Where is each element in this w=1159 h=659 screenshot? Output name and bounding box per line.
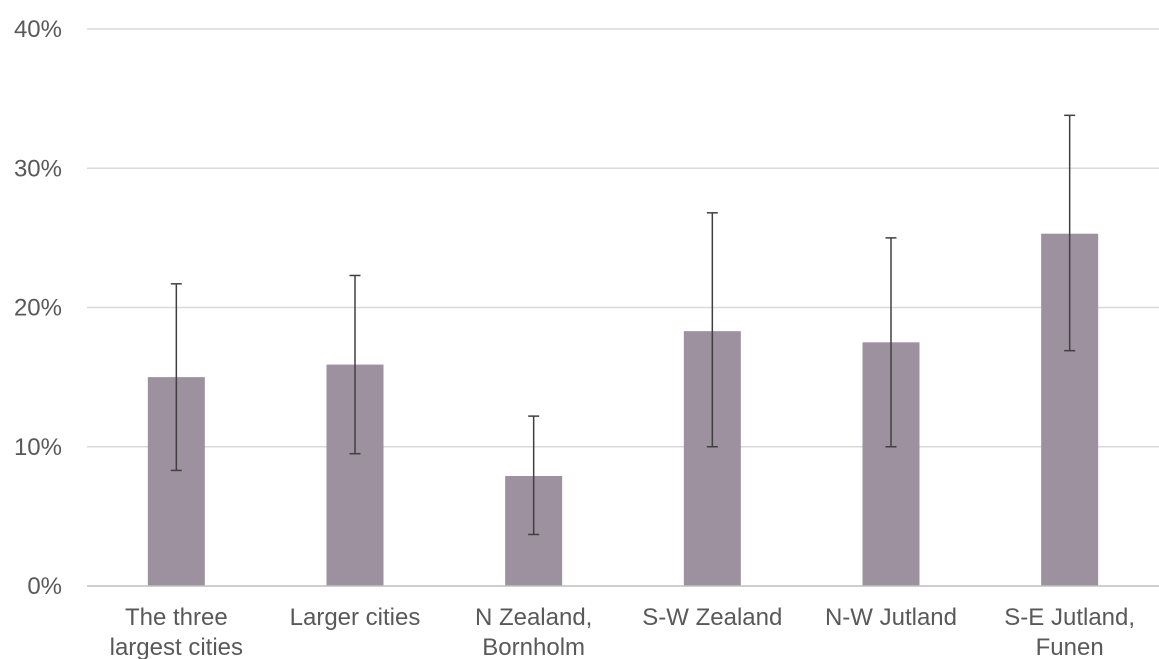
y-tick-label: 0% xyxy=(27,573,62,600)
error-bar-1 xyxy=(349,274,361,455)
category-label-4: N-W Jutland xyxy=(825,604,957,631)
category-label-line: N-W Jutland xyxy=(825,604,957,631)
y-axis-tick-labels: 0% 10% 20% 30% 40% xyxy=(14,16,62,600)
y-tick-label: 20% xyxy=(14,295,62,322)
error-bar-0 xyxy=(170,283,182,472)
category-label-line: S-W Zealand xyxy=(642,604,782,631)
category-label-3: S-W Zealand xyxy=(642,604,782,631)
category-label-line: S-E Jutland, xyxy=(1004,604,1135,631)
category-label-5: S-E Jutland, Funen xyxy=(1004,604,1135,659)
category-label-line: Bornholm xyxy=(482,634,585,659)
category-label-1: Larger cities xyxy=(290,604,421,631)
error-bar-2 xyxy=(528,415,540,536)
error-bar-3 xyxy=(706,212,718,448)
grid-lines xyxy=(87,28,1159,448)
x-axis-category-labels: The three largest cities Larger cities N Ze… xyxy=(110,604,1135,659)
error-bar-5 xyxy=(1064,114,1076,352)
category-label-line: Funen xyxy=(1036,634,1104,659)
category-label-0: The three largest cities xyxy=(110,604,243,659)
category-label-line: The three xyxy=(125,604,228,631)
error-bars xyxy=(170,114,1076,536)
category-label-line: largest cities xyxy=(110,634,243,659)
bars xyxy=(147,233,1099,586)
y-tick-label: 10% xyxy=(14,434,62,461)
error-bar-4 xyxy=(885,237,897,448)
y-tick-label: 40% xyxy=(14,16,62,43)
category-label-line: N Zealand, xyxy=(475,604,592,631)
category-label-line: Larger cities xyxy=(290,604,421,631)
category-label-2: N Zealand, Bornholm xyxy=(475,604,592,659)
y-tick-label: 30% xyxy=(14,155,62,182)
